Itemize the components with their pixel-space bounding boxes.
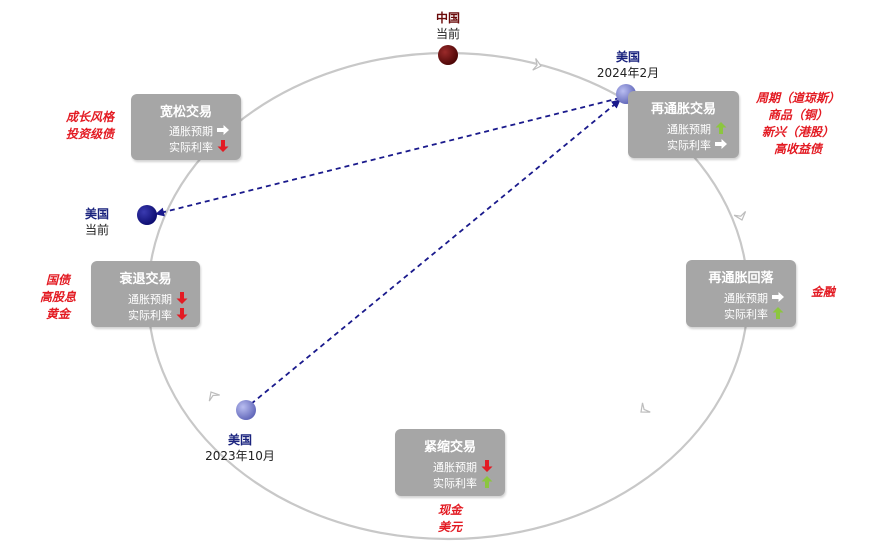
direction-chevron-icon [532,58,542,71]
phase-title: 紧缩交易 [423,440,476,455]
asset-item: 现金 [437,503,462,517]
indicator-label: 通胀预期 [128,293,172,306]
assets-recession: 国债 高股息 黄金 [30,272,86,323]
phase-box-tightening: 紧缩交易 通胀预期 实际利率 [395,429,505,496]
label-us-now: 美国 当前 [77,206,117,238]
arrow-down-icon [175,291,189,305]
arrow-flat-icon [216,123,230,137]
assets-tightening: 现金 美元 [425,502,475,536]
country-name: 美国 [615,50,640,64]
indicator-label: 通胀预期 [169,125,213,138]
asset-item: 商品（铜） [767,108,828,122]
asset-item: 美元 [437,520,462,534]
phase-title: 再通胀回落 [708,271,774,286]
label-us-2024-02: 美国 2024年2月 [588,49,668,81]
asset-item: 高收益债 [773,142,822,156]
asset-item: 新兴（港股） [761,125,834,139]
phase-title: 宽松交易 [159,105,212,120]
arrow-down-icon [480,459,494,473]
indicator-label: 实际利率 [667,139,711,152]
assets-reflation: 周期（道琼斯） 商品（铜） 新兴（港股） 高收益债 [743,90,853,158]
time-label: 2023年10月 [205,449,275,463]
indicator-label: 通胀预期 [667,123,711,136]
direction-chevron-icon [640,402,651,413]
direction-chevron-icon [208,391,220,402]
label-us-2023-10: 美国 2023年10月 [195,432,285,464]
country-name: 美国 [227,433,252,447]
arrow-up-icon [771,306,785,320]
marker-us-2023-10 [236,400,256,420]
arrow-up-icon [480,475,494,489]
indicator-label: 通胀预期 [724,292,768,305]
phase-box-reflation-fall: 再通胀回落 通胀预期 实际利率 [686,260,796,327]
asset-item: 金融 [810,285,835,299]
asset-item: 国债 [45,273,70,287]
phase-title: 再通胀交易 [650,102,716,117]
country-name: 中国 [435,11,460,25]
asset-item: 黄金 [45,307,70,321]
phase-box-loose: 宽松交易 通胀预期 实际利率 [131,94,241,160]
path-2023-to-2024 [250,99,621,405]
marker-us-now [137,205,157,225]
indicator-label: 实际利率 [169,141,213,154]
phase-box-reflation: 再通胀交易 通胀预期 实际利率 [628,91,739,158]
path-2024-to-now [155,97,621,217]
indicator-label: 实际利率 [724,308,768,321]
phase-box-recession: 衰退交易 通胀预期 实际利率 [91,261,200,327]
indicator-label: 实际利率 [433,477,477,490]
indicator-label: 实际利率 [128,309,172,322]
marker-china-now [438,45,458,65]
arrow-down-icon [175,307,189,321]
assets-reflation-fall: 金融 [803,284,843,301]
arrow-up-icon [714,121,728,135]
asset-item: 周期（道琼斯） [755,91,840,105]
time-label: 2024年2月 [596,66,660,80]
time-label: 当前 [84,223,109,237]
arrow-flat-icon [714,137,728,151]
country-name: 美国 [84,207,109,221]
time-label: 当前 [435,27,460,41]
assets-loose: 成长风格 投资级债 [50,109,130,143]
label-china-now: 中国 当前 [428,10,468,42]
arrow-flat-icon [771,290,785,304]
asset-item: 高股息 [39,290,76,304]
phase-title: 衰退交易 [119,272,172,287]
indicator-label: 通胀预期 [433,461,477,474]
asset-item: 投资级债 [65,127,114,141]
direction-chevron-icon [733,211,747,221]
asset-item: 成长风格 [65,110,114,124]
arrow-down-icon [216,139,230,153]
